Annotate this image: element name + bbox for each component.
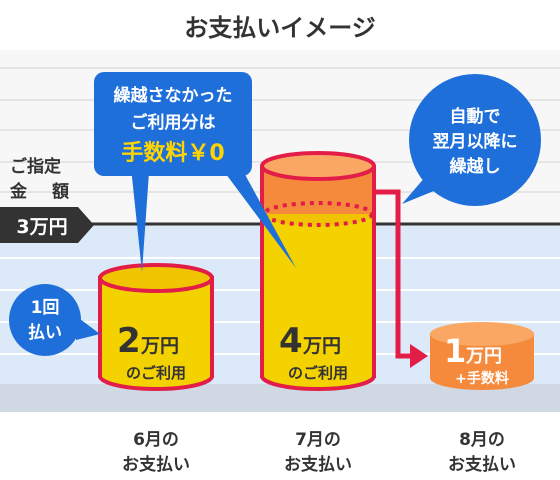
july-usage-label: のご利用 bbox=[288, 364, 348, 382]
bubble-auto-carryover-line3: 繰越し bbox=[450, 156, 501, 177]
august-payment-label: お支払い bbox=[448, 454, 516, 475]
bubble-auto-carryover bbox=[402, 74, 541, 206]
july-amount-number: 4 bbox=[279, 321, 303, 361]
designated-amount-label-line1: ご指定 bbox=[10, 156, 61, 177]
cylinder-august bbox=[430, 322, 534, 390]
bubble-single-payment-line1: 1回 bbox=[31, 298, 60, 318]
august-amount-number: 1 bbox=[444, 332, 466, 370]
bubble-single-payment bbox=[9, 284, 100, 356]
july-month-label: 7月の bbox=[295, 430, 341, 450]
bubble-single-payment-line2: 払い bbox=[28, 322, 62, 343]
carryover-arrow-line bbox=[374, 189, 412, 359]
page-title: お支払いイメージ bbox=[184, 14, 376, 42]
designated-amount-value: 3万円 bbox=[16, 216, 67, 238]
june-amount-number: 2 bbox=[117, 321, 141, 361]
july-payment-label: お支払い bbox=[284, 454, 352, 475]
june-month-label: 6月の bbox=[133, 430, 179, 450]
designated-amount-tag bbox=[0, 207, 94, 243]
august-amount-unit: 万円 bbox=[465, 346, 502, 367]
designated-amount-label-line2b: 額 bbox=[51, 181, 69, 202]
bubble-no-carryover bbox=[94, 72, 296, 272]
june-amount-unit: 万円 bbox=[140, 335, 179, 357]
bubble-no-carryover-line1: 繰越さなかった bbox=[114, 85, 233, 106]
bubble-no-carryover-line2: ご利用分は bbox=[131, 112, 216, 133]
june-payment-label: お支払い bbox=[122, 454, 190, 475]
designated-amount-label-line2a: 金 bbox=[9, 181, 28, 202]
bubble-auto-carryover-line1: 自動で bbox=[450, 106, 501, 127]
carryover-arrow-head bbox=[410, 344, 428, 368]
bubble-no-carryover-fee: 手数料￥0 bbox=[121, 140, 224, 166]
cylinder-june bbox=[98, 263, 214, 391]
august-fee-label: +手数料 bbox=[455, 370, 509, 387]
august-month-label: 8月の bbox=[459, 430, 505, 450]
july-amount-unit: 万円 bbox=[302, 335, 341, 357]
june-usage-label: のご利用 bbox=[126, 364, 186, 382]
bubble-auto-carryover-line2: 翌月以降に bbox=[433, 131, 518, 152]
